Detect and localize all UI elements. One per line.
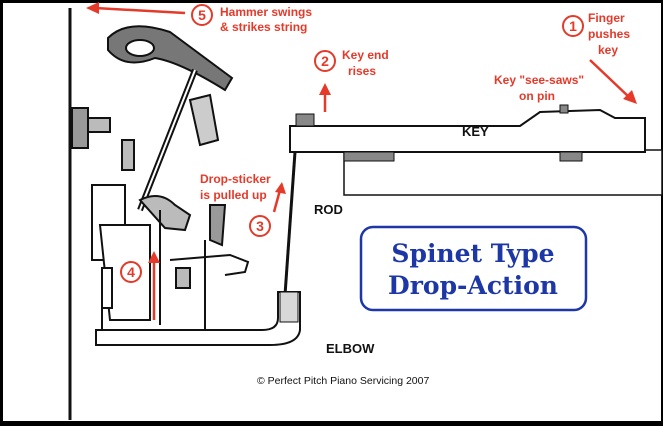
arrow-5-head <box>86 2 99 14</box>
rod-label: ROD <box>314 202 343 217</box>
step-4-number: 4 <box>127 264 135 280</box>
arrow-5-line <box>94 6 186 15</box>
arrow-2-head <box>319 83 331 95</box>
step-5-circle <box>191 4 213 26</box>
step-1-circle <box>562 15 584 37</box>
seesaw-line2: on pin <box>519 89 555 103</box>
arrow-1-line <box>589 59 631 99</box>
step-3-circle <box>249 215 271 237</box>
key-rail-felt <box>343 151 395 162</box>
step-markers: 5 2 1 3 4 <box>120 4 584 283</box>
annotation-arrows <box>86 2 637 320</box>
arrow-3-line <box>272 189 282 213</box>
seesaw-line1: Key "see-saws" <box>494 73 584 87</box>
rod-line <box>283 151 297 296</box>
balance-pin <box>559 104 569 114</box>
step-2-line2: rises <box>348 64 376 78</box>
title-border <box>359 225 588 312</box>
capstan <box>295 113 315 127</box>
key-front-pin <box>559 151 583 162</box>
title-line2: Drop-Action <box>388 271 558 300</box>
drop-sticker-base <box>101 267 113 309</box>
step-1-line1: Finger <box>588 11 625 25</box>
step-5-line1: Hammer swings <box>220 5 312 19</box>
step-1-line2: pushes <box>588 27 630 41</box>
rod-elbow-assembly <box>95 151 301 346</box>
step-1-number: 1 <box>569 18 577 34</box>
step-4-circle <box>120 261 142 283</box>
hammer-shank-inner <box>139 69 196 211</box>
damper-block <box>71 107 89 149</box>
title-line1: Spinet Type <box>391 239 554 268</box>
step-5-line2: & strikes string <box>220 20 307 34</box>
arrow-1-head <box>623 90 637 104</box>
step-5-number: 5 <box>198 7 206 23</box>
elbow-shape <box>95 291 301 346</box>
damper-lever <box>87 117 111 133</box>
backcheck <box>209 204 227 247</box>
step-3-number: 3 <box>256 218 264 234</box>
hammer-felt <box>125 39 155 57</box>
key-label: KEY <box>462 124 489 139</box>
step-2-line1: Key end <box>342 48 389 62</box>
key-frame-rail <box>343 149 663 196</box>
dropsticker-line2: is pulled up <box>200 188 267 202</box>
annotation-text: Hammer swings & strikes string Key end r… <box>200 5 630 202</box>
regulating-button <box>175 267 191 289</box>
title-box: Spinet Type Drop-Action <box>359 225 588 312</box>
step-2-number: 2 <box>321 53 329 69</box>
action-mechanism <box>71 25 250 330</box>
step-2-circle <box>314 50 336 72</box>
damper-felt <box>188 93 220 147</box>
flange <box>121 139 135 171</box>
copyright-text: © Perfect Pitch Piano Servicing 2007 <box>257 375 429 387</box>
arrow-3-head <box>275 182 286 194</box>
arrow-4-head <box>148 251 160 263</box>
key-assembly <box>289 104 663 196</box>
elbow-label: ELBOW <box>326 341 375 356</box>
step-1-line3: key <box>598 43 618 57</box>
drop-sticker-link <box>169 253 250 276</box>
jack <box>138 195 192 232</box>
dropsticker-line1: Drop-sticker <box>200 172 271 186</box>
elbow-socket <box>279 291 299 323</box>
key-body <box>289 108 646 153</box>
